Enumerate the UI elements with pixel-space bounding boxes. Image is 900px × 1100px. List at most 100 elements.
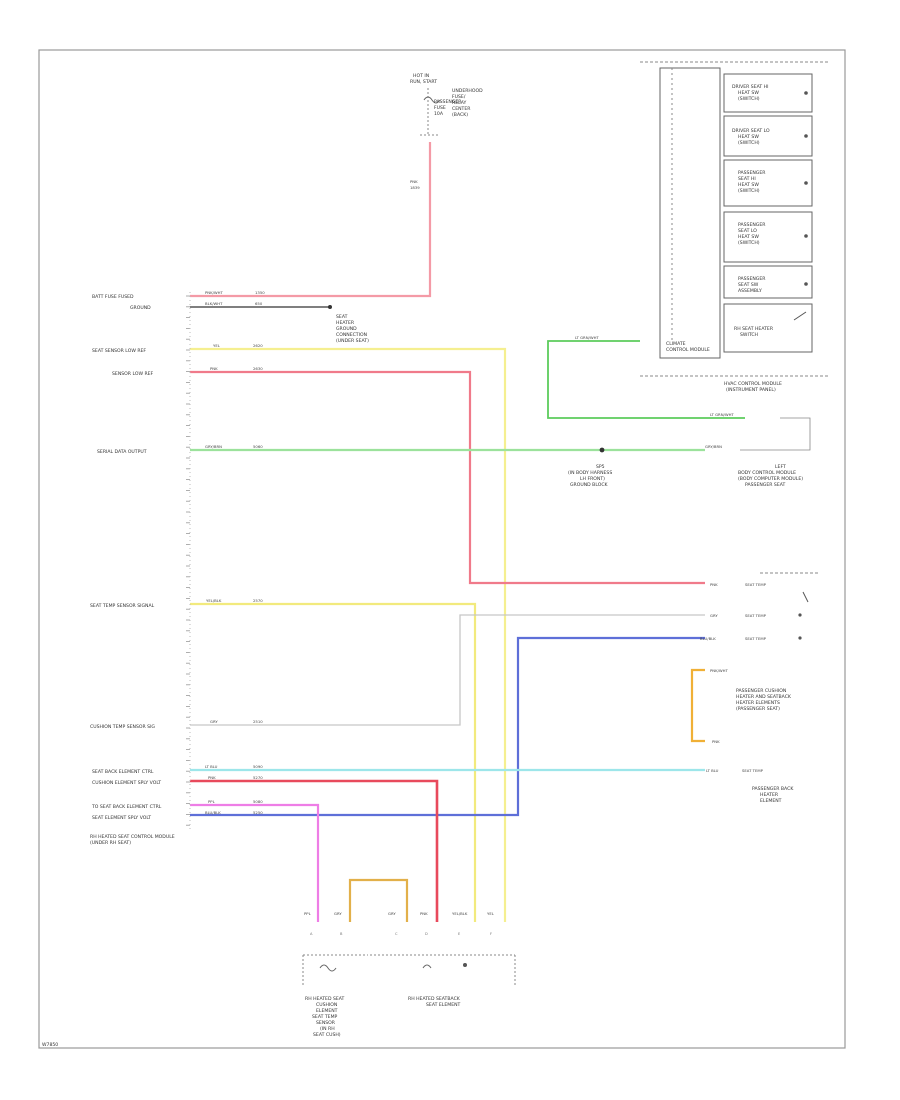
cushion-label-1: RH HEATED SEAT	[305, 996, 345, 1002]
fuse-title-2: RUN, START	[410, 79, 437, 85]
ground-splice-5: (UNDER SEAT)	[336, 338, 369, 344]
splice-label-2: (IN BODY HARNESS	[568, 470, 612, 476]
cyan-label-1: LT BLU	[706, 768, 719, 773]
pin-circuit: 2630	[253, 366, 263, 371]
wire-yellow-lowref	[190, 347, 507, 922]
pin-wire: GRY/BRN	[205, 444, 222, 449]
right-group-label-4: PASSENGER SEAT	[745, 482, 786, 488]
seatback-element-icon	[422, 964, 432, 969]
module-pin-row: SEAT SENSOR LOW REF YEL 2620	[92, 343, 263, 354]
ground-splice-label: SEAT HEATER GROUND CONNECTION (UNDER SEA…	[336, 314, 369, 344]
wires	[190, 142, 745, 922]
bottom-pin-label: GRY	[388, 911, 396, 916]
module-caption-2: (UNDER RH SEAT)	[90, 840, 131, 846]
switch-box-frame	[723, 159, 813, 207]
bottom-pin-label: YEL/BLK	[452, 911, 468, 916]
splice-label-3: LH FRONT)	[580, 476, 605, 482]
bottom-pin-label: GRY	[334, 911, 342, 916]
bottom-pin-number: F	[490, 932, 492, 936]
wire-red-cushion	[190, 779, 439, 922]
module-pin-row: GROUND BLK/WHT 650	[130, 301, 263, 311]
pin-wire: PPL	[208, 799, 216, 804]
pin-circuit: 2620	[253, 343, 263, 348]
orange-bottom-label: PNK	[712, 739, 720, 744]
bottom-pin-number: A	[310, 932, 313, 936]
switch-box: RH SEAT HEATER SWITCH	[723, 303, 813, 353]
bottom-pin-label: PPL	[304, 911, 312, 916]
footer-code: W7850	[42, 1042, 58, 1048]
pin-label: SERIAL DATA OUTPUT	[97, 449, 147, 455]
switch-box: PASSENGER SEAT HI HEAT SW (SWITCH)	[723, 159, 813, 207]
heating-element-icon	[319, 964, 337, 972]
switch-box: PASSENGER SEAT LO HEAT SW (SWITCH)	[723, 211, 813, 263]
switch-contact-icon	[804, 181, 808, 185]
pin-circuit: 5060	[253, 444, 263, 449]
pin-circuit: 1350	[255, 290, 265, 295]
switch-panel: CLIMATE CONTROL MODULE DRIVER SEAT HI HE…	[640, 61, 830, 393]
switch-box: DRIVER SEAT HI HEAT SW (SWITCH)	[723, 73, 813, 113]
passenger-back-1: PASSENGER BACK	[752, 786, 794, 792]
passenger-back-2: HEATER	[760, 792, 779, 798]
switch-line: SEAT HI	[738, 176, 756, 182]
splice-label: SP5 (IN BODY HARNESS LH FRONT) GROUND BL…	[568, 464, 612, 488]
pin-label: SEAT SENSOR LOW REF	[92, 348, 146, 354]
switch-line: SWITCH	[740, 332, 758, 338]
orange-top-label: PNK/WHT	[710, 668, 729, 673]
bottom-seat-connector: PPL GRY GRY PNK YEL/BLK YEL A B C D E F …	[302, 911, 516, 1038]
wire-red-sensor	[190, 370, 705, 585]
fuse-loc-1: UNDERHOOD	[452, 88, 483, 94]
switch-line: SEAT SW	[738, 282, 759, 288]
module-pin-row: SEAT BACK ELEMENT CTRL LT BLU 5090	[92, 764, 263, 775]
orange-box-label-3: HEATER ELEMENTS	[736, 700, 780, 706]
switch-box: DRIVER SEAT LO HEAT SW (SWITCH)	[723, 115, 813, 157]
fuse-wire-label-2: 1839	[410, 185, 420, 190]
climate-module-label-1: CLIMATE	[666, 341, 686, 347]
cyan-label-2: SEAT TEMP	[742, 768, 764, 773]
pin-label: CUSHION ELEMENT SPLY VOLT	[92, 780, 161, 786]
pin-wire: PNK/WHT	[205, 290, 224, 295]
fuse-loc-5: (BACK)	[452, 112, 468, 118]
wire-green-hvac	[547, 340, 745, 419]
switch-contact-icon	[804, 234, 808, 238]
pin-wire: BLK/WHT	[205, 301, 223, 306]
right-contact-icon	[802, 591, 809, 603]
module-pin-column	[186, 292, 191, 832]
pin-wire: PNK	[210, 366, 218, 371]
module-pin-row: SEAT TEMP SENSOR SIGNAL YEL/BLK 2570	[90, 598, 263, 609]
switch-line: (SWITCH)	[738, 240, 760, 246]
switch-box: PASSENGER SEAT SW ASSEMBLY	[723, 265, 813, 299]
pin-circuit: 5250	[253, 810, 263, 815]
switch-line: SEAT LO	[738, 228, 757, 234]
switch-line: (SWITCH)	[738, 140, 760, 146]
right-group-label: LEFT BODY CONTROL MODULE (BODY COMPUTER …	[738, 464, 803, 488]
pin-wire: BLU/BLK	[205, 810, 221, 815]
splice-label-1: SP5	[596, 464, 605, 470]
switch-box-frame	[723, 73, 813, 113]
bottom-pin-label: YEL	[487, 911, 495, 916]
fuse-desc-2: FUSE	[434, 105, 446, 111]
wire-yellow-seattemp	[190, 602, 477, 922]
module-pin-row: SERIAL DATA OUTPUT GRY/BRN 5060	[97, 444, 263, 455]
pin-label: BATT FUSE FUSED	[92, 294, 134, 300]
wire-orange-right	[690, 668, 705, 743]
fuse-desc-3: 10A	[434, 111, 444, 117]
pin-circuit: 2570	[253, 598, 263, 603]
switch-panel-caption-2: (INSTRUMENT PANEL)	[726, 387, 776, 393]
module-caption-1: RH HEATED SEAT CONTROL MODULE	[90, 834, 175, 840]
module-left-labels: BATT FUSE FUSED PNK/WHT 1350 GROUND BLK/…	[90, 290, 265, 846]
fuse-desc-1: PASSENGER	[434, 99, 462, 105]
green-wire-out-label: GRY/BRN	[705, 444, 722, 449]
right-wire-text: SEAT TEMP	[745, 636, 767, 641]
orange-box-label-1: PASSENGER CUSHION	[736, 688, 786, 694]
splice-point	[599, 447, 605, 453]
pin-circuit: 5090	[253, 764, 263, 769]
pin-label: SEAT ELEMENT SPLY VOLT	[92, 815, 151, 821]
ground-point	[328, 305, 332, 309]
cushion-label-6: (IN RH	[320, 1026, 335, 1032]
wire-magenta	[190, 803, 320, 922]
pin-label: SEAT BACK ELEMENT CTRL	[92, 769, 154, 775]
switch-line: HEAT SW	[738, 134, 759, 140]
module-pin-row: CUSHION TEMP SENSOR SIG GRY 2510	[90, 719, 263, 730]
switch-contact-icon	[804, 134, 808, 138]
switch-box-frame	[723, 211, 813, 263]
